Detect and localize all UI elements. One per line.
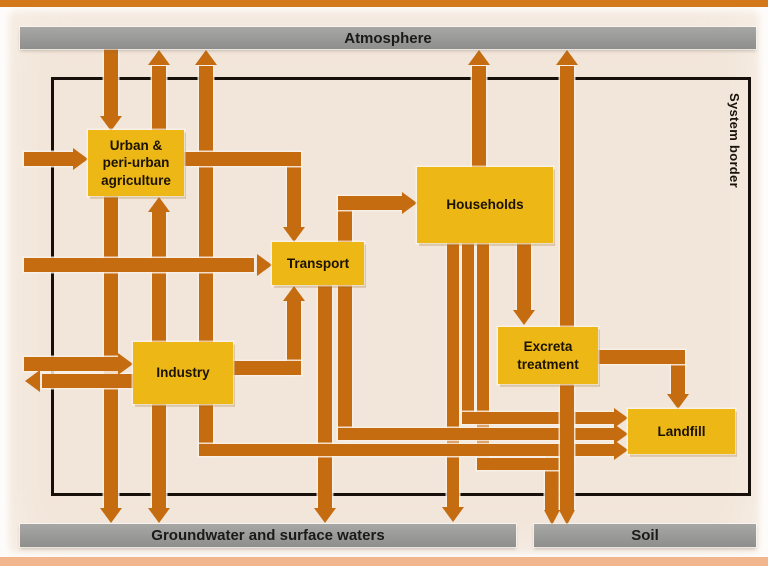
arrowhead-agriculture-into-transport xyxy=(283,227,305,242)
arrowhead-excreta-into-soil xyxy=(559,510,575,525)
node-excreta-treatment-label: Excreta treatment xyxy=(517,338,579,372)
arrow-excreta-to-landfill xyxy=(598,350,685,364)
arrow-households-to-excreta xyxy=(517,243,531,310)
arrow-import-to-transport xyxy=(24,258,254,272)
arrow-households-to-landfill-stem xyxy=(462,243,474,424)
arrow-excreta-to-soil xyxy=(560,384,574,510)
arrow-agriculture-to-transport xyxy=(184,152,301,166)
arrow-transport-to-landfill xyxy=(338,428,614,440)
system-border-label: System border xyxy=(727,93,742,188)
arrowhead-import-into-transport xyxy=(257,254,272,276)
arrow-industry-to-transport xyxy=(233,361,301,375)
node-industry-label: Industry xyxy=(156,365,210,381)
arrow-import-to-agriculture xyxy=(24,152,74,166)
arrow-excreta-to-atmosphere xyxy=(560,66,574,327)
node-landfill: Landfill xyxy=(628,409,735,454)
bar-soil-label: Soil xyxy=(631,527,659,544)
arrowhead-transport-into-households xyxy=(402,192,417,214)
arrowhead-households-into-excreta xyxy=(513,310,535,325)
arrowhead-excreta-into-atmosphere xyxy=(556,50,578,65)
node-households: Households xyxy=(417,167,553,243)
bar-soil: Soil xyxy=(534,524,756,547)
node-urban-agriculture-label: Urban & peri-urban agriculture xyxy=(101,137,171,188)
arrow-households-to-atmosphere xyxy=(472,66,486,167)
arrow-industry-export xyxy=(42,374,133,388)
node-excreta-treatment: Excreta treatment xyxy=(498,327,598,384)
page-bottom-margin xyxy=(0,566,768,574)
arrowhead-households-into-landfill xyxy=(614,408,628,428)
arrowhead-industry-into-groundwater xyxy=(148,508,170,523)
arrowhead-transport-into-groundwater xyxy=(314,508,336,523)
arrow-agriculture-to-groundwater xyxy=(104,196,118,509)
arrowhead-industry-into-agriculture xyxy=(148,197,170,212)
page-top-band xyxy=(0,0,768,7)
arrowhead-households-into-groundwater xyxy=(442,507,464,522)
figure-background-panel xyxy=(5,7,763,557)
arrowhead-households-into-soil xyxy=(544,510,560,525)
system-border-rectangle xyxy=(51,77,751,496)
bar-atmosphere-label: Atmosphere xyxy=(344,29,432,47)
arrow-agriculture-to-transport-stem xyxy=(287,152,301,227)
node-industry: Industry xyxy=(133,342,233,404)
page-bottom-band xyxy=(0,557,768,566)
arrow-import-to-industry xyxy=(24,357,118,371)
bar-groundwater: Groundwater and surface waters xyxy=(20,524,516,547)
arrowhead-agriculture-into-atmosphere xyxy=(148,50,170,65)
node-transport: Transport xyxy=(272,242,364,285)
node-urban-agriculture: Urban & peri-urban agriculture xyxy=(88,130,184,196)
arrowhead-excreta-into-landfill-top xyxy=(667,394,689,409)
arrowhead-industry-into-atmosphere xyxy=(195,50,217,65)
arrow-transport-stem xyxy=(338,196,352,440)
arrowhead-import-into-agriculture xyxy=(73,148,88,170)
arrow-industry-to-transport-stem xyxy=(287,301,301,375)
arrow-households-to-groundwater xyxy=(447,243,459,508)
arrow-agriculture-to-atmosphere xyxy=(152,66,166,131)
arrowhead-into-agriculture-top xyxy=(100,116,122,131)
arrow-transport-to-households xyxy=(338,196,403,210)
arrowhead-import-into-industry xyxy=(118,353,133,375)
node-landfill-label: Landfill xyxy=(657,423,706,439)
arrow-atmosphere-to-agriculture xyxy=(104,48,118,116)
node-transport-label: Transport xyxy=(286,255,350,271)
arrowhead-agriculture-into-groundwater xyxy=(100,508,122,523)
arrow-households-to-landfill xyxy=(462,412,614,424)
arrowhead-transport-into-landfill xyxy=(614,424,628,444)
arrow-transport-to-groundwater xyxy=(318,285,332,509)
arrow-industry-to-landfill xyxy=(199,444,614,456)
arrowhead-industry-export xyxy=(25,370,40,392)
bar-atmosphere: Atmosphere xyxy=(20,27,756,49)
arrowhead-households-into-atmosphere xyxy=(468,50,490,65)
arrowhead-industry-into-transport xyxy=(283,286,305,301)
arrow-households-to-soil xyxy=(477,458,559,470)
bar-groundwater-label: Groundwater and surface waters xyxy=(151,527,385,544)
arrowhead-industry-into-landfill xyxy=(614,440,628,460)
node-households-label: Households xyxy=(446,197,524,213)
